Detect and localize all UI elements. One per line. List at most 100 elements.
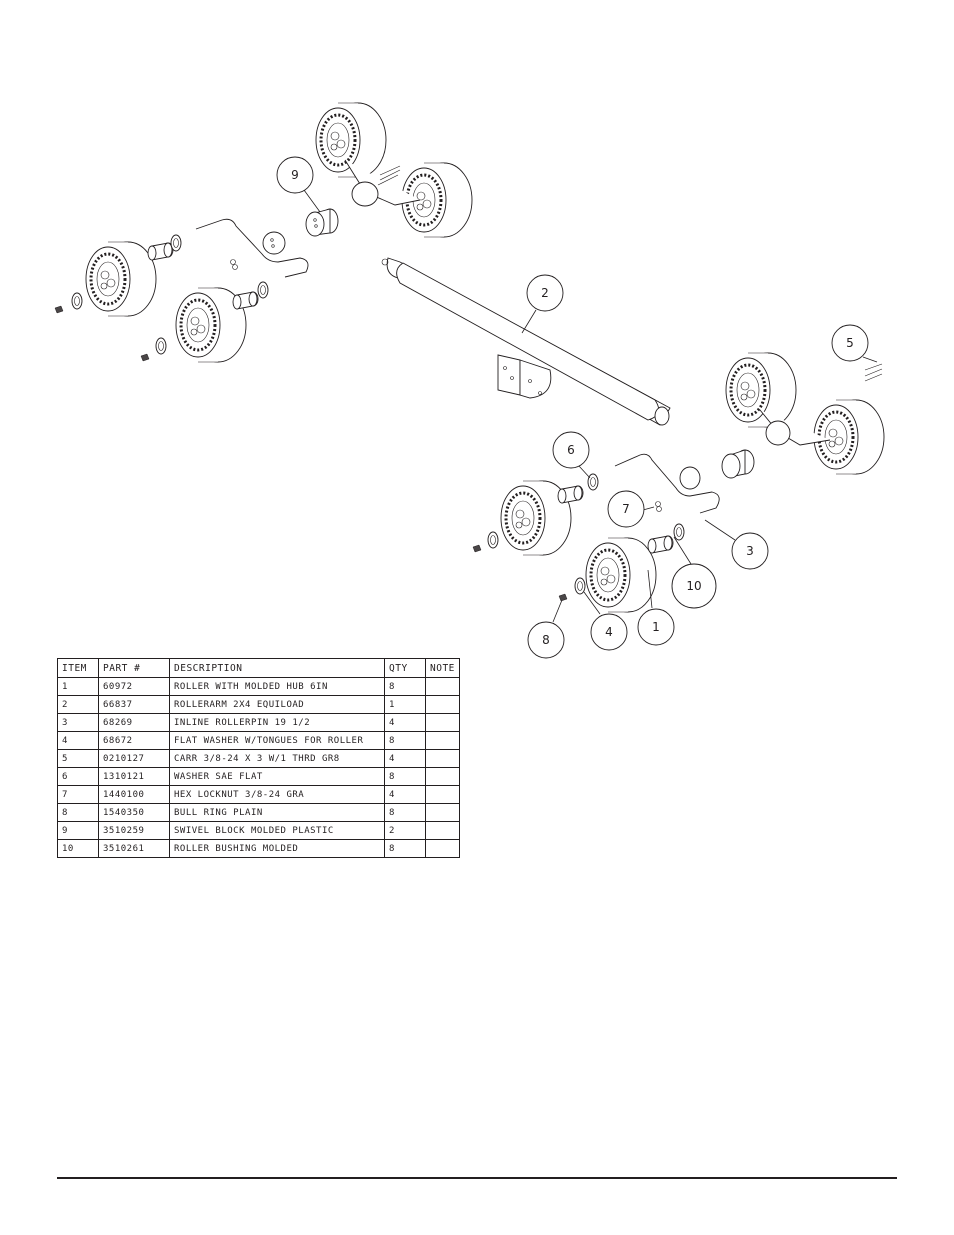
cell-description: ROLLER WITH MOLDED HUB 6IN — [169, 677, 385, 696]
callout-6: 6 — [552, 431, 590, 469]
cell-item: 4 — [57, 731, 99, 750]
cell-note — [425, 749, 460, 768]
cell-item: 9 — [57, 821, 99, 840]
cell-description: INLINE ROLLERPIN 19 1/2 — [169, 713, 385, 732]
cell-description: SWIVEL BLOCK MOLDED PLASTIC — [169, 821, 385, 840]
cell-item: 6 — [57, 767, 99, 786]
callout-9: 9 — [276, 156, 314, 194]
cell-part-number: 0210127 — [98, 749, 170, 768]
footer-rule — [57, 1177, 897, 1179]
cell-part-number: 3510259 — [98, 821, 170, 840]
svg-text:9: 9 — [291, 168, 299, 182]
cell-qty: 4 — [384, 749, 426, 768]
right-upper-assembly — [721, 351, 886, 479]
cell-item: 2 — [57, 695, 99, 714]
svg-text:1: 1 — [652, 620, 660, 634]
left-upper-assembly — [54, 101, 474, 364]
leader-6 — [578, 465, 591, 479]
right-lower-assembly — [472, 453, 720, 614]
cell-part-number: 66837 — [98, 695, 170, 714]
callout-2: 2 — [526, 274, 564, 312]
rollerarm-tube — [381, 257, 671, 426]
cell-qty: 4 — [384, 785, 426, 804]
leader-2 — [521, 309, 537, 334]
cell-note — [425, 803, 460, 822]
cell-item: 7 — [57, 785, 99, 804]
cell-note — [425, 785, 460, 804]
cell-item: 3 — [57, 713, 99, 732]
svg-text:3: 3 — [746, 544, 754, 558]
leader-8 — [552, 599, 563, 623]
cell-part-number: 3510261 — [98, 839, 170, 858]
leader-3 — [704, 519, 736, 541]
svg-text:4: 4 — [605, 625, 613, 639]
leader-4 — [583, 591, 601, 615]
cell-qty: 8 — [384, 767, 426, 786]
cell-description: FLAT WASHER W/TONGUES FOR ROLLER — [169, 731, 385, 750]
cell-qty: 8 — [384, 839, 426, 858]
exploded-view-drawing: 9 2 5 6 7 3 10 1 4 8 — [54, 101, 886, 659]
cell-part-number: 60972 — [98, 677, 170, 696]
cell-part-number: 68269 — [98, 713, 170, 732]
cell-qty: 4 — [384, 713, 426, 732]
cell-part-number: 68672 — [98, 731, 170, 750]
swivel-block — [305, 208, 339, 237]
leader-7 — [642, 506, 655, 511]
cell-qty: 2 — [384, 821, 426, 840]
cell-note — [425, 839, 460, 858]
callout-5: 5 — [831, 324, 869, 362]
svg-text:5: 5 — [846, 336, 854, 350]
cell-qty: 1 — [384, 695, 426, 714]
header-item: ITEM — [57, 658, 99, 678]
cell-item: 1 — [57, 677, 99, 696]
header-part-number: PART # — [98, 658, 170, 678]
header-description: DESCRIPTION — [169, 658, 385, 678]
cell-item: 5 — [57, 749, 99, 768]
svg-text:7: 7 — [622, 502, 630, 516]
callout-3: 3 — [731, 532, 769, 570]
callout-4: 4 — [590, 613, 628, 651]
parts-table-header: ITEM PART # DESCRIPTION QTY NOTE — [57, 658, 460, 678]
leader-1 — [647, 569, 653, 609]
cell-description: ROLLER BUSHING MOLDED — [169, 839, 385, 858]
svg-text:6: 6 — [567, 443, 575, 457]
callout-10: 10 — [671, 563, 717, 609]
callout-1: 1 — [637, 608, 675, 646]
callout-8: 8 — [527, 621, 565, 659]
cell-qty: 8 — [384, 731, 426, 750]
cell-item: 8 — [57, 803, 99, 822]
cell-qty: 8 — [384, 803, 426, 822]
cell-part-number: 1540350 — [98, 803, 170, 822]
cell-description: WASHER SAE FLAT — [169, 767, 385, 786]
leader-9 — [303, 189, 321, 213]
cell-description: CARR 3/8-24 X 3 W/1 THRD GR8 — [169, 749, 385, 768]
leader-10 — [673, 536, 692, 565]
cell-note — [425, 713, 460, 732]
cell-note — [425, 731, 460, 750]
cell-note — [425, 695, 460, 714]
svg-text:2: 2 — [541, 286, 549, 300]
cell-item: 10 — [57, 839, 99, 858]
header-note: NOTE — [425, 658, 460, 678]
callout-7: 7 — [607, 490, 645, 528]
leader-5 — [862, 356, 878, 363]
cell-note — [425, 767, 460, 786]
cell-qty: 8 — [384, 677, 426, 696]
cell-description: ROLLERARM 2X4 EQUILOAD — [169, 695, 385, 714]
cell-part-number: 1440100 — [98, 785, 170, 804]
header-qty: QTY — [384, 658, 426, 678]
cell-note — [425, 821, 460, 840]
cell-description: HEX LOCKNUT 3/8-24 GRA — [169, 785, 385, 804]
